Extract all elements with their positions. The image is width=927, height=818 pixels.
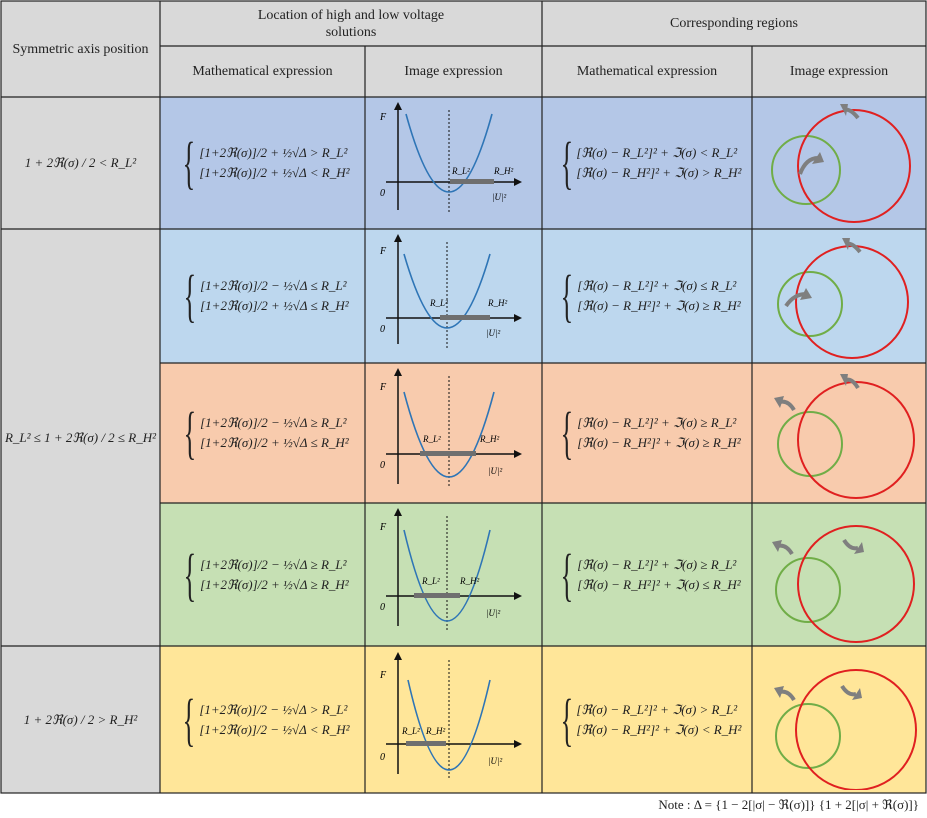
circle-region-5 — [774, 669, 917, 790]
plot-label-u: |U|² — [488, 756, 502, 766]
subheader-reg-image: Image expression — [789, 64, 889, 79]
axis-cell-3: 1 + 2ℜ(σ) / 2 > R_H² — [23, 711, 138, 727]
header-location: Location of high and low voltage solutio… — [257, 7, 445, 40]
circle-region-4 — [772, 525, 915, 643]
arrow-icon — [842, 538, 859, 551]
reg-eq-4-1: [ℜ(σ) − R_L²]² + ℑ(σ) ≥ R_L² — [577, 556, 737, 572]
loc-eq-3-1: [1+2ℜ(σ)]/2 − ½√Δ ≥ R_L² — [200, 415, 347, 430]
circle-region-1 — [771, 104, 911, 223]
header-symmetric-axis: Symmetric axis position — [12, 41, 149, 57]
arrow-icon — [840, 684, 857, 697]
plot-label-u: |U|² — [486, 328, 500, 338]
arrow-icon — [845, 377, 860, 390]
plot-label-rl: R_L² — [422, 434, 441, 444]
plot-label-rh: R_H² — [479, 434, 499, 444]
subheader-loc-math: Mathematical expression — [192, 64, 333, 79]
parabola-plot-4: F 0 R_L² R_H² |U|² — [379, 508, 522, 632]
header-regions: Corresponding regions — [670, 16, 798, 31]
plot-label-f: F — [379, 246, 387, 257]
reg-eq-row-1: {[ℜ(σ) − R_L²]² + ℑ(σ) < R_L²[ℜ(σ) − R_H… — [560, 130, 742, 195]
arrow-icon — [777, 543, 794, 556]
parabola-plot-5: F 0 R_L² R_H² |U|² — [379, 652, 522, 780]
plot-label-rh: R_H² — [493, 166, 513, 176]
parabola-plot-2: F 0 R_L² R_H² |U|² — [379, 234, 522, 348]
plot-label-u: |U|² — [492, 192, 506, 202]
reg-eq-5-1: [ℜ(σ) − R_L²]² + ℑ(σ) > R_L² — [576, 701, 738, 717]
plot-label-zero: 0 — [380, 460, 385, 471]
reg-eq-1-1: [ℜ(σ) − R_L²]² + ℑ(σ) < R_L² — [576, 145, 738, 160]
plot-label-rl: R_L² — [451, 166, 470, 176]
loc-eq-1-2: [1+2ℜ(σ)]/2 + ½√Δ < R_H² — [199, 165, 350, 180]
loc-eq-row-1: {[1+2ℜ(σ)]/2 + ½√Δ > R_L²[1+2ℜ(σ)]/2 + ½… — [183, 130, 350, 195]
reg-eq-3-1: [ℜ(σ) − R_L²]² + ℑ(σ) ≥ R_L² — [577, 415, 737, 430]
reg-eq-row-2: {[ℜ(σ) − R_L²]² + ℑ(σ) ≤ R_L²[ℜ(σ) − R_H… — [561, 263, 741, 328]
plot-label-u: |U|² — [488, 466, 502, 476]
reg-eq-row-4: {[ℜ(σ) − R_L²]² + ℑ(σ) ≥ R_L²[ℜ(σ) − R_H… — [561, 541, 741, 607]
axis-cell-2: R_L² ≤ 1 + 2ℜ(σ) / 2 ≤ R_H² — [4, 429, 157, 445]
subheader-reg-math: Mathematical expression — [576, 64, 718, 79]
loc-eq-row-5: {[1+2ℜ(σ)]/2 − ½√Δ > R_L²[1+2ℜ(σ)]/2 − ½… — [183, 686, 350, 752]
plot-label-zero: 0 — [380, 324, 385, 335]
arrow-icon — [779, 689, 796, 702]
reg-eq-2-1: [ℜ(σ) − R_L²]² + ℑ(σ) ≤ R_L² — [577, 278, 737, 293]
circle-region-3 — [774, 374, 915, 499]
note-footer: Note : Δ = {1 − 2[|σ| − ℜ(σ)]} {1 + 2[|σ… — [658, 797, 919, 812]
plot-label-rl: R_L² — [429, 298, 448, 308]
reg-eq-row-3: {[ℜ(σ) − R_L²]² + ℑ(σ) ≥ R_L²[ℜ(σ) − R_H… — [561, 400, 741, 465]
plot-label-rh: R_H² — [487, 298, 507, 308]
loc-eq-1-1: [1+2ℜ(σ)]/2 + ½√Δ > R_L² — [199, 145, 348, 160]
reg-eq-2-2: [ℜ(σ) − R_H²]² + ℑ(σ) ≥ R_H² — [577, 298, 741, 313]
reg-eq-4-2: [ℜ(σ) − R_H²]² + ℑ(σ) ≤ R_H² — [577, 576, 741, 592]
loc-eq-row-2: {[1+2ℜ(σ)]/2 − ½√Δ ≤ R_L²[1+2ℜ(σ)]/2 + ½… — [183, 263, 349, 328]
plot-label-f: F — [379, 670, 387, 681]
circle-region-2 — [777, 238, 909, 359]
plot-label-zero: 0 — [380, 602, 385, 613]
loc-eq-row-4: {[1+2ℜ(σ)]/2 − ½√Δ ≥ R_L²[1+2ℜ(σ)]/2 + ½… — [183, 541, 349, 607]
plot-label-rl: R_L² — [421, 576, 440, 586]
loc-eq-row-3: {[1+2ℜ(σ)]/2 − ½√Δ ≥ R_L²[1+2ℜ(σ)]/2 + ½… — [183, 400, 349, 465]
plot-label-f: F — [379, 112, 387, 123]
reg-eq-row-5: {[ℜ(σ) − R_L²]² + ℑ(σ) > R_L²[ℜ(σ) − R_H… — [560, 686, 742, 752]
parabola-plot-1: F 0 R_L² R_H² |U|² — [379, 102, 522, 214]
loc-eq-5-2: [1+2ℜ(σ)]/2 − ½√Δ < R_H² — [199, 721, 350, 737]
loc-eq-2-1: [1+2ℜ(σ)]/2 − ½√Δ ≤ R_L² — [200, 278, 347, 293]
loc-eq-4-1: [1+2ℜ(σ)]/2 − ½√Δ ≥ R_L² — [200, 556, 347, 572]
plot-label-u: |U|² — [486, 608, 500, 618]
loc-eq-4-2: [1+2ℜ(σ)]/2 + ½√Δ ≥ R_H² — [200, 576, 349, 592]
parabola-plot-3: F 0 R_L² R_H² |U|² — [379, 368, 522, 488]
axis-cell-1: 1 + 2ℜ(σ) / 2 < R_L² — [24, 155, 137, 170]
plot-label-rh: R_H² — [459, 576, 479, 586]
subheader-loc-image: Image expression — [404, 64, 503, 79]
loc-eq-5-1: [1+2ℜ(σ)]/2 − ½√Δ > R_L² — [199, 701, 348, 717]
plot-label-f: F — [379, 382, 387, 393]
plot-label-zero: 0 — [380, 188, 385, 199]
reg-eq-5-2: [ℜ(σ) − R_H²]² + ℑ(σ) < R_H² — [576, 721, 742, 737]
plot-label-f: F — [379, 522, 387, 533]
loc-eq-2-2: [1+2ℜ(σ)]/2 + ½√Δ ≤ R_H² — [200, 298, 349, 313]
results-table: Symmetric axis position Location of high… — [0, 0, 927, 794]
plot-label-rh: R_H² — [425, 726, 445, 736]
loc-eq-3-2: [1+2ℜ(σ)]/2 + ½√Δ ≤ R_H² — [200, 435, 349, 450]
plot-label-rl: R_L² — [401, 726, 420, 736]
arrow-icon — [779, 399, 796, 412]
plot-label-zero: 0 — [380, 752, 385, 763]
reg-eq-1-2: [ℜ(σ) − R_H²]² + ℑ(σ) > R_H² — [576, 165, 742, 180]
reg-eq-3-2: [ℜ(σ) − R_H²]² + ℑ(σ) ≥ R_H² — [577, 435, 741, 450]
